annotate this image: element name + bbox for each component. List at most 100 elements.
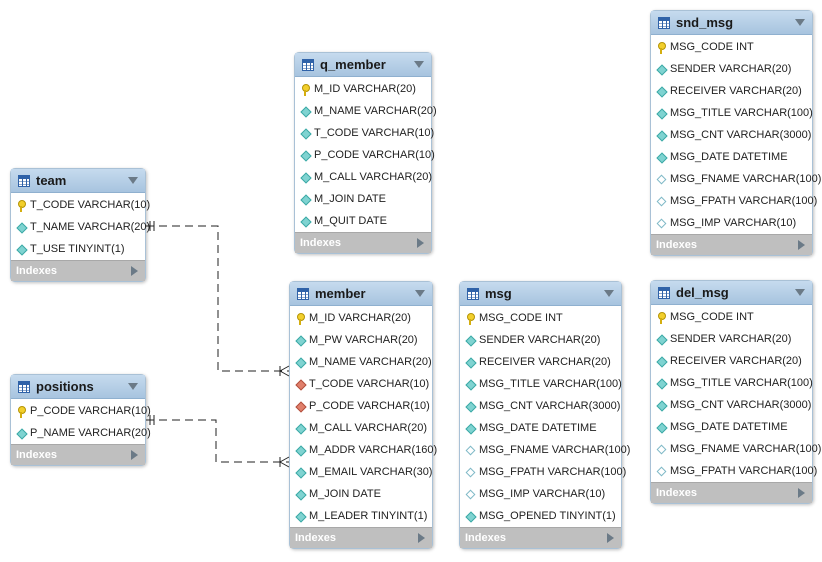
field-row[interactable]: M_ADDR VARCHAR(160) [290, 439, 437, 461]
field-row[interactable]: M_NAME VARCHAR(20) [295, 100, 437, 122]
indexes-section[interactable]: Indexes [651, 234, 812, 255]
field-row[interactable]: P_CODE VARCHAR(10) [11, 400, 151, 422]
column-icon [466, 512, 474, 520]
indexes-section[interactable]: Indexes [651, 482, 812, 503]
collapse-arrow-icon[interactable] [415, 290, 425, 297]
field-label: SENDER VARCHAR(20) [670, 333, 792, 345]
field-row[interactable]: MSG_TITLE VARCHAR(100) [651, 372, 813, 394]
indexes-section[interactable]: Indexes [460, 527, 621, 548]
table-header[interactable]: snd_msg [651, 11, 812, 35]
field-row[interactable]: M_ID VARCHAR(20) [295, 78, 431, 100]
field-row[interactable]: RECEIVER VARCHAR(20) [460, 351, 621, 373]
field-row[interactable]: MSG_CNT VARCHAR(3000) [651, 394, 812, 416]
relationship-team-member[interactable] [146, 221, 290, 377]
field-row[interactable]: M_QUIT DATE [295, 210, 431, 232]
expand-arrow-icon[interactable] [607, 533, 614, 543]
field-row[interactable]: MSG_CNT VARCHAR(3000) [651, 124, 812, 146]
table-header[interactable]: q_member [295, 53, 431, 77]
expand-arrow-icon[interactable] [417, 238, 424, 248]
column-icon [657, 401, 665, 409]
expand-arrow-icon[interactable] [131, 450, 138, 460]
field-row[interactable]: MSG_CODE INT [460, 307, 621, 329]
field-row[interactable]: MSG_IMP VARCHAR(10) [460, 483, 621, 505]
field-row[interactable]: MSG_TITLE VARCHAR(100) [460, 373, 622, 395]
field-row[interactable]: P_NAME VARCHAR(20) [11, 422, 151, 444]
field-row[interactable]: T_NAME VARCHAR(20) [11, 216, 150, 238]
field-row[interactable]: T_CODE VARCHAR(10) [290, 373, 432, 395]
expand-arrow-icon[interactable] [798, 240, 805, 250]
field-label: M_EMAIL VARCHAR(30) [309, 466, 433, 478]
field-row[interactable]: MSG_CNT VARCHAR(3000) [460, 395, 621, 417]
field-row[interactable]: M_EMAIL VARCHAR(30) [290, 461, 432, 483]
field-row[interactable]: M_ID VARCHAR(20) [290, 307, 432, 329]
field-row[interactable]: MSG_DATE DATETIME [651, 416, 812, 438]
table-header[interactable]: team [11, 169, 145, 193]
field-row[interactable]: MSG_FNAME VARCHAR(100) [460, 439, 630, 461]
table-icon [297, 287, 309, 300]
field-row[interactable]: M_JOIN DATE [295, 188, 431, 210]
table-icon [467, 287, 479, 300]
indexes-label: Indexes [465, 532, 506, 544]
expand-arrow-icon[interactable] [418, 533, 425, 543]
field-label: MSG_FPATH VARCHAR(100) [479, 466, 627, 478]
field-row[interactable]: MSG_FNAME VARCHAR(100) [651, 438, 821, 460]
nullable-column-icon [466, 468, 474, 476]
field-label: MSG_DATE DATETIME [670, 151, 788, 163]
field-row[interactable]: MSG_FPATH VARCHAR(100) [651, 460, 817, 482]
field-row[interactable]: SENDER VARCHAR(20) [460, 329, 621, 351]
indexes-section[interactable]: Indexes [11, 444, 145, 465]
relationship-positions-member[interactable] [146, 415, 290, 468]
collapse-arrow-icon[interactable] [604, 290, 614, 297]
field-row[interactable]: MSG_IMP VARCHAR(10) [651, 212, 812, 234]
field-row[interactable]: T_CODE VARCHAR(10) [295, 122, 434, 144]
collapse-arrow-icon[interactable] [795, 289, 805, 296]
collapse-arrow-icon[interactable] [414, 61, 424, 68]
field-row[interactable]: MSG_DATE DATETIME [460, 417, 621, 439]
field-row[interactable]: M_NAME VARCHAR(20) [290, 351, 432, 373]
field-row[interactable]: P_CODE VARCHAR(10) [295, 144, 435, 166]
table-header[interactable]: msg [460, 282, 621, 306]
field-row[interactable]: RECEIVER VARCHAR(20) [651, 80, 812, 102]
table-header[interactable]: positions [11, 375, 145, 399]
field-row[interactable]: MSG_TITLE VARCHAR(100) [651, 102, 813, 124]
nullable-column-icon [466, 446, 474, 454]
indexes-section[interactable]: Indexes [295, 232, 431, 253]
table-icon [658, 16, 670, 29]
nullable-column-icon [657, 445, 665, 453]
field-row[interactable]: MSG_CODE INT [651, 306, 812, 328]
indexes-section[interactable]: Indexes [290, 527, 432, 548]
field-row[interactable]: T_USE TINYINT(1) [11, 238, 145, 260]
collapse-arrow-icon[interactable] [128, 177, 138, 184]
field-row[interactable]: MSG_CODE INT [651, 36, 812, 58]
field-row[interactable]: SENDER VARCHAR(20) [651, 58, 812, 80]
field-row[interactable]: M_CALL VARCHAR(20) [290, 417, 432, 439]
field-row[interactable]: MSG_FNAME VARCHAR(100) [651, 168, 821, 190]
field-row[interactable]: RECEIVER VARCHAR(20) [651, 350, 812, 372]
field-row[interactable]: MSG_OPENED TINYINT(1) [460, 505, 621, 527]
field-row[interactable]: MSG_FPATH VARCHAR(100) [460, 461, 626, 483]
field-row[interactable]: M_CALL VARCHAR(20) [295, 166, 432, 188]
expand-arrow-icon[interactable] [798, 488, 805, 498]
table-header[interactable]: member [290, 282, 432, 306]
collapse-arrow-icon[interactable] [795, 19, 805, 26]
field-row[interactable]: P_CODE VARCHAR(10) [290, 395, 432, 417]
table-header[interactable]: del_msg [651, 281, 812, 305]
indexes-section[interactable]: Indexes [11, 260, 145, 281]
field-row[interactable]: M_LEADER TINYINT(1) [290, 505, 432, 527]
field-label: RECEIVER VARCHAR(20) [479, 356, 611, 368]
field-row[interactable]: M_JOIN DATE [290, 483, 432, 505]
field-row[interactable]: T_CODE VARCHAR(10) [11, 194, 150, 216]
field-row[interactable]: M_PW VARCHAR(20) [290, 329, 432, 351]
field-row[interactable]: MSG_DATE DATETIME [651, 146, 812, 168]
expand-arrow-icon[interactable] [131, 266, 138, 276]
field-row[interactable]: MSG_FPATH VARCHAR(100) [651, 190, 817, 212]
collapse-arrow-icon[interactable] [128, 383, 138, 390]
field-row[interactable]: SENDER VARCHAR(20) [651, 328, 812, 350]
